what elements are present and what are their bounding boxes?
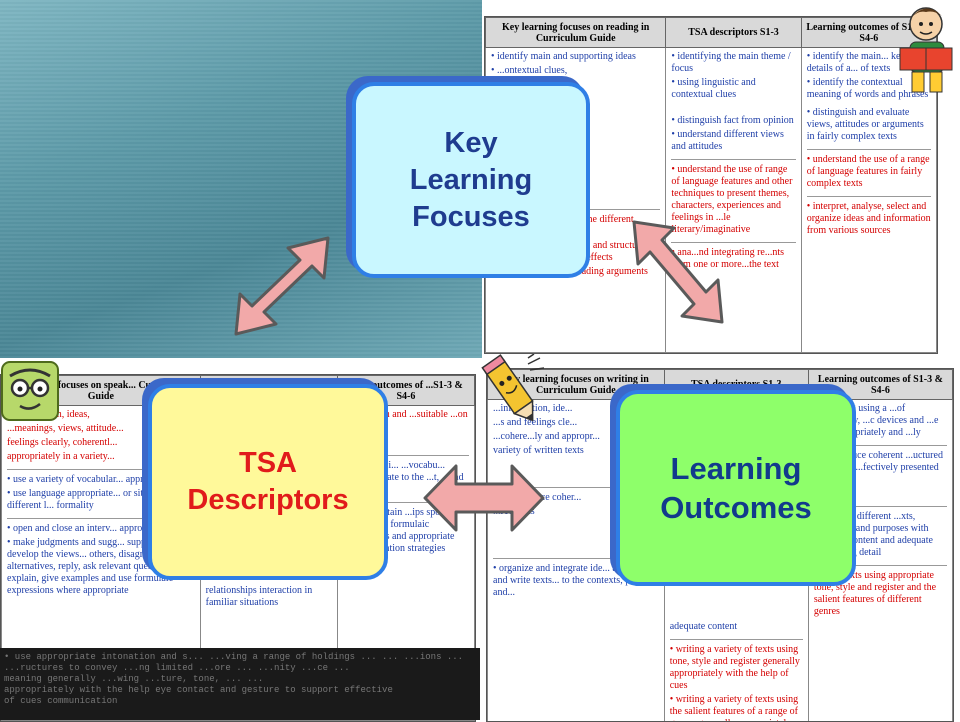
- pencil-character-icon: [478, 354, 550, 430]
- child-reading-icon: [898, 2, 958, 98]
- box-label-line: Descriptors: [187, 482, 348, 519]
- box-label-line: Outcomes: [660, 488, 812, 527]
- table-header: TSA descriptors S1-3: [666, 18, 801, 48]
- list-item: relationships interaction in familiar si…: [206, 585, 332, 609]
- strip-line: ...ructures to convey ...ng limited ...o…: [4, 663, 476, 674]
- tsa-descriptors-box: TSA Descriptors: [148, 384, 388, 580]
- list-item: • interpret, analyse, select and organiz…: [807, 201, 931, 237]
- list-item: • identifying the main theme / focus: [671, 51, 795, 75]
- list-item: • writing a variety of texts using tone,…: [670, 644, 803, 692]
- list-item: • understand the use of a range of langu…: [807, 154, 931, 190]
- learning-outcomes-box: Learning Outcomes: [616, 390, 856, 586]
- strip-line: • use appropriate intonation and s... ..…: [4, 652, 476, 663]
- scan-artifact-strip: • use appropriate intonation and s... ..…: [0, 648, 480, 720]
- list-item: • identify main and supporting ideas: [491, 51, 660, 63]
- face-with-glasses-icon: [0, 358, 60, 424]
- list-item: • distinguish and evaluate views, attitu…: [807, 107, 931, 143]
- list-item: • writing a variety of texts using the s…: [670, 694, 803, 722]
- double-arrow-horizontal: [422, 462, 546, 536]
- box-label-line: Learning: [660, 449, 812, 488]
- list-item: adequate content: [670, 621, 803, 633]
- box-label-line: Key: [410, 125, 532, 162]
- strip-line: of cues communication: [4, 696, 476, 707]
- list-item: • using linguistic and contextual clues: [671, 77, 795, 101]
- box-label-line: Learning: [410, 162, 532, 199]
- list-item: • ...ontextual clues,: [491, 65, 660, 77]
- list-item: • distinguish fact from opinion: [671, 115, 795, 127]
- double-arrow-right-diagonal: [630, 218, 730, 326]
- list-item: • understand different views and attitud…: [671, 129, 795, 153]
- strip-line: appropriately with the help eye contact …: [4, 685, 476, 696]
- box-label-line: Focuses: [410, 199, 532, 236]
- key-learning-focuses-box: Key Learning Focuses: [352, 82, 590, 278]
- strip-line: meaning generally ...wing ...ture, tone,…: [4, 674, 476, 685]
- box-label-line: TSA: [187, 445, 348, 482]
- table-header: Key learning focuses on reading in Curri…: [486, 18, 666, 48]
- double-arrow-left-diagonal: [226, 236, 336, 336]
